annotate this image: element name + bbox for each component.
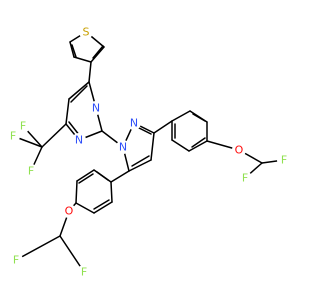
atom-labels: S N N N N O O F F F F F F F [6,25,291,279]
fluorine-label: F [242,172,248,185]
atom-n-pyrazole-1: N [116,140,130,154]
bond-line [15,235,61,261]
atom-f-cf3-center: F [16,119,30,133]
atom-o-left: O [62,204,76,218]
atom-o-right: O [232,143,246,157]
bond-line [110,170,130,183]
atom-f-cf3-bottom: F [24,164,38,178]
bond-line [192,113,206,122]
bond-line [59,235,85,273]
atom-f-right-2: F [238,171,252,185]
bond-line [69,41,75,58]
oxygen-label: O [235,144,244,157]
bond-line [70,85,88,103]
bond-line [171,139,190,152]
bond-line [68,81,90,100]
atom-n-pyrazole-2: N [127,116,141,130]
bond-line [76,169,95,182]
atom-n-pyrimidine-top: N [89,101,103,115]
bond-line [75,202,95,214]
atom-n-pyrimidine-bottom: N [72,133,86,147]
atom-f-left-2: F [77,265,91,279]
fluorine-label: F [13,254,19,267]
bond-line [71,44,77,58]
bond-line [92,45,104,59]
bond-line [93,201,113,214]
atom-s: S [79,25,93,39]
bond-line [90,46,105,63]
nitrogen-label: N [75,134,83,147]
bond-line [73,56,92,63]
fluorine-label: F [281,154,287,167]
sulfur-label: S [83,26,90,39]
bond-line [93,199,110,210]
bond-line [110,181,113,203]
bond-line [128,159,152,172]
bond-line [136,126,152,135]
bond-line [131,155,150,167]
nitrogen-label: N [119,141,127,154]
molecule-structure: S N N N N O O F F F F F F F [6,25,291,279]
bond-line [96,171,109,181]
bond-line [191,137,206,148]
bond-line [153,120,173,134]
atom-f-left-1: F [9,253,23,267]
nitrogen-label: N [92,102,100,115]
bond-line [188,140,208,152]
atom-f-cf3-left: F [6,129,20,143]
bond-line [171,110,191,122]
bond-line [78,173,94,184]
bond-line [150,132,155,161]
bond-line [75,180,78,204]
bond-line [88,61,92,83]
bond-line [41,123,67,148]
fluorine-label: F [20,120,26,133]
oxygen-label: O [65,205,74,218]
fluorine-label: F [10,130,16,143]
nitrogen-label: N [130,117,138,130]
fluorine-label: F [28,165,34,178]
atom-f-right-1: F [277,153,291,167]
fluorine-label: F [81,266,87,279]
bond-line [65,98,70,125]
